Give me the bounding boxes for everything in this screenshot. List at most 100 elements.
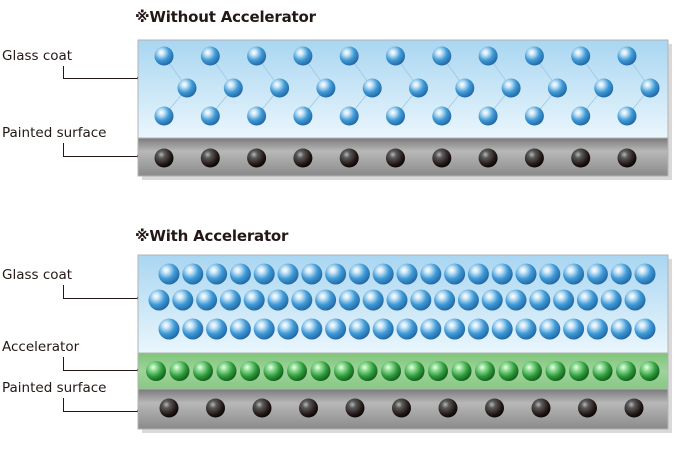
green-sphere-icon [287, 361, 307, 381]
blue-sphere-icon [386, 106, 405, 126]
blue-sphere-icon [339, 46, 359, 66]
blue-sphere-icon [229, 318, 251, 340]
blue-sphere-icon [267, 289, 289, 311]
blue-sphere-icon [586, 263, 608, 285]
blue-sphere-icon [348, 263, 370, 285]
blue-sphere-icon [576, 289, 598, 311]
dark-sphere-icon [293, 148, 313, 168]
panel-2-diagram [137, 254, 672, 433]
blue-sphere-icon [293, 106, 313, 126]
dark-sphere-icon [578, 398, 597, 418]
blue-sphere-icon [600, 289, 622, 311]
dark-sphere-icon [339, 148, 359, 168]
dark-sphere-icon [200, 148, 220, 168]
green-sphere-icon [545, 361, 566, 381]
blue-sphere-icon [348, 318, 370, 340]
blue-sphere-icon [594, 78, 614, 98]
blue-sphere-icon [372, 318, 394, 340]
label-accelerator: Accelerator [2, 339, 80, 355]
blue-sphere-icon [253, 263, 275, 285]
label-glass-coat: Glass coat [2, 267, 73, 283]
blue-sphere-icon [539, 318, 561, 340]
green-sphere-icon [639, 361, 660, 381]
blue-sphere-icon [467, 263, 489, 285]
blue-sphere-icon [362, 78, 382, 98]
blue-sphere-icon [481, 289, 503, 311]
green-sphere-icon [404, 361, 425, 381]
blue-sphere-icon [158, 263, 180, 285]
label-painted-surface: Painted surface [2, 380, 107, 396]
blue-sphere-icon [200, 46, 220, 66]
dark-sphere-icon [571, 148, 591, 168]
blue-sphere-icon [432, 106, 452, 126]
green-sphere-icon [522, 361, 542, 381]
blue-sphere-icon [515, 318, 537, 340]
blue-sphere-icon [247, 46, 267, 66]
panel-1-diagram [137, 39, 672, 180]
blue-sphere-icon [200, 106, 220, 126]
green-sphere-icon [334, 361, 354, 381]
blue-sphere-icon [177, 78, 197, 98]
blue-sphere-icon [563, 318, 585, 340]
blue-sphere-icon [362, 289, 384, 311]
label-glass-coat: Glass coat [2, 48, 73, 64]
green-sphere-icon [592, 361, 613, 381]
blue-sphere-icon [172, 289, 194, 311]
blue-sphere-icon [316, 78, 336, 98]
green-sphere-icon [451, 361, 472, 381]
blue-sphere-icon [491, 318, 513, 340]
green-sphere-icon [240, 361, 260, 381]
green-sphere-icon [310, 361, 331, 381]
leader-line [63, 143, 139, 157]
blue-sphere-icon [432, 46, 452, 66]
dark-sphere-icon [624, 398, 644, 418]
blue-sphere-icon [410, 289, 432, 311]
blue-sphere-icon [444, 318, 466, 340]
green-sphere-icon [193, 361, 213, 381]
blue-sphere-icon [420, 263, 442, 285]
green-sphere-icon [569, 361, 589, 381]
blue-sphere-icon [455, 78, 475, 98]
leader-line [63, 66, 139, 79]
blue-sphere-icon [154, 46, 174, 66]
dark-sphere-icon [247, 148, 267, 168]
blue-sphere-icon [182, 318, 204, 340]
blue-sphere-icon [386, 289, 408, 311]
dark-sphere-icon [386, 148, 405, 168]
blue-sphere-icon [277, 318, 299, 340]
blue-sphere-icon [301, 318, 323, 340]
blue-sphere-icon [243, 289, 265, 311]
blue-sphere-icon [634, 263, 656, 285]
label-painted-surface: Painted surface [2, 125, 107, 141]
green-sphere-icon [381, 361, 401, 381]
blue-sphere-icon [571, 46, 591, 66]
blue-sphere-icon [478, 46, 498, 66]
blue-sphere-icon [634, 318, 656, 340]
dark-sphere-icon [478, 148, 498, 168]
blue-sphere-icon [223, 78, 243, 98]
dark-sphere-icon [485, 398, 504, 418]
blue-sphere-icon [339, 106, 359, 126]
blue-sphere-icon [277, 263, 299, 285]
blue-sphere-icon [610, 318, 632, 340]
dark-sphere-icon [524, 148, 544, 168]
blue-sphere-icon [610, 263, 632, 285]
blue-sphere-icon [270, 78, 290, 98]
blue-sphere-icon [420, 318, 442, 340]
blue-sphere-icon [457, 289, 479, 311]
blue-sphere-icon [515, 263, 537, 285]
blue-sphere-icon [301, 263, 323, 285]
blue-sphere-icon [396, 318, 418, 340]
blue-sphere-icon [624, 289, 646, 311]
blue-sphere-icon [206, 318, 228, 340]
blue-sphere-icon [182, 263, 204, 285]
blue-sphere-icon [158, 318, 180, 340]
blue-sphere-icon [229, 263, 251, 285]
dark-sphere-icon [345, 398, 365, 418]
blue-sphere-icon [219, 289, 241, 311]
blue-sphere-icon [563, 263, 585, 285]
blue-sphere-icon [372, 263, 394, 285]
blue-sphere-icon [293, 46, 313, 66]
blue-sphere-icon [491, 263, 513, 285]
dark-sphere-icon [252, 398, 272, 418]
